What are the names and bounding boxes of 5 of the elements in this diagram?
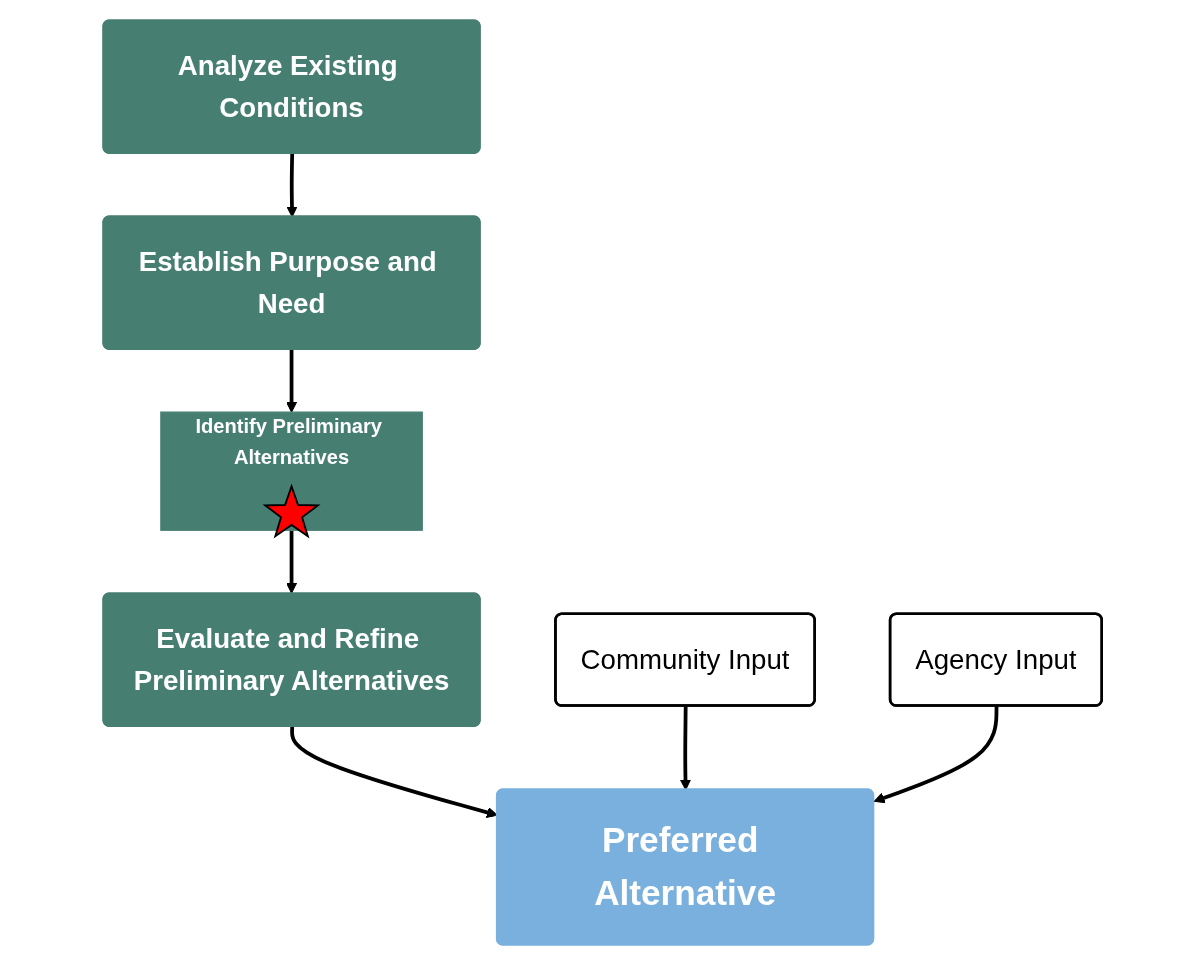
arrow: [873, 706, 998, 804]
arrow: [285, 349, 297, 413]
arrow: [679, 706, 691, 791]
cluster: Identify Preliminary Alternatives: [159, 411, 423, 531]
arrow: [286, 153, 298, 218]
